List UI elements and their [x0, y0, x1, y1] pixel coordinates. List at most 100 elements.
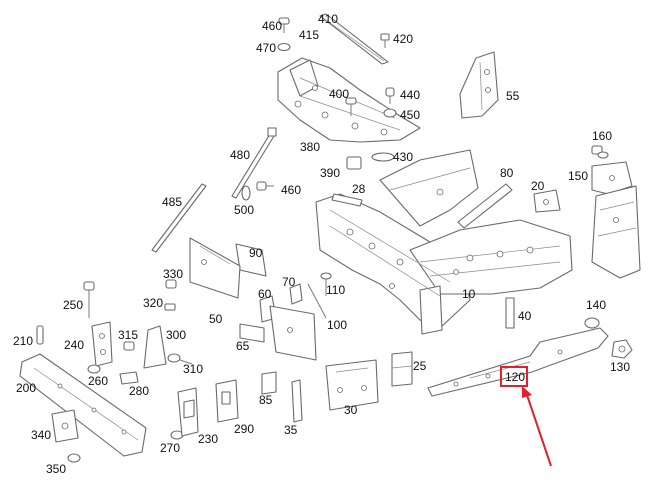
part-label-250: 250 — [63, 298, 83, 312]
part-label-440: 440 — [400, 88, 420, 102]
bracket-85 — [261, 371, 277, 395]
part-label-230: 230 — [198, 432, 218, 446]
part-label-420: 420 — [393, 32, 413, 46]
panel-65 — [239, 323, 265, 343]
nut-260 — [87, 364, 101, 374]
part-label-100: 100 — [327, 318, 347, 332]
bolt-460-mid — [256, 181, 274, 191]
part-label-270: 270 — [160, 441, 180, 455]
part-label-210: 210 — [13, 334, 33, 348]
plate-30 — [325, 359, 379, 411]
bolt-400 — [345, 97, 357, 116]
bracket-55 — [459, 51, 499, 119]
bracket-300 — [143, 325, 167, 369]
part-label-85: 85 — [259, 393, 273, 407]
part-label-130: 130 — [610, 360, 630, 374]
part-label-390: 390 — [320, 166, 340, 180]
nut-450 — [383, 108, 397, 118]
main-frame-10 — [315, 149, 573, 335]
rod-410 — [319, 13, 389, 65]
bracket-150 — [591, 161, 641, 279]
part-label-320: 320 — [143, 296, 163, 310]
bolt-160 — [591, 145, 609, 159]
part-label-65: 65 — [236, 339, 250, 353]
part-label-400: 400 — [329, 87, 349, 101]
part-label-60: 60 — [258, 287, 272, 301]
bolt-250 — [83, 281, 95, 318]
part-label-380: 380 — [300, 140, 320, 154]
bolt-460-top — [278, 17, 290, 33]
frame-50 — [189, 237, 317, 361]
part-label-415: 415 — [299, 28, 319, 42]
part-label-90: 90 — [249, 246, 263, 260]
part-label-240: 240 — [64, 338, 84, 352]
bolt-110 — [320, 272, 332, 296]
member-120 — [427, 327, 609, 397]
part-label-460: 460 — [262, 19, 282, 33]
bracket-20 — [533, 189, 561, 213]
highlight-arrowhead — [522, 386, 532, 398]
part-label-350: 350 — [46, 462, 66, 476]
part-label-315: 315 — [118, 328, 138, 342]
brace-40 — [505, 297, 515, 329]
bolt-310 — [167, 353, 193, 365]
part-label-460: 460 — [281, 183, 301, 197]
part-label-330: 330 — [163, 267, 183, 281]
bumper-beam-200 — [19, 353, 147, 457]
bracket-70 — [289, 283, 303, 305]
clip-280 — [119, 371, 139, 385]
part-label-70: 70 — [282, 275, 296, 289]
part-label-450: 450 — [400, 108, 420, 122]
part-label-10: 10 — [462, 287, 476, 301]
part-label-140: 140 — [586, 298, 606, 312]
part-label-200: 200 — [16, 381, 36, 395]
part-label-480: 480 — [230, 148, 250, 162]
highlight-arrow-shaft — [525, 391, 552, 467]
bolt-330 — [165, 279, 177, 289]
bolt-320 — [164, 303, 176, 311]
part-label-280: 280 — [129, 384, 149, 398]
bolt-440 — [385, 87, 395, 104]
bracket-340 — [51, 409, 79, 443]
bracket-240 — [91, 321, 113, 367]
part-label-260: 260 — [88, 374, 108, 388]
rod-485 — [151, 183, 207, 253]
bolt-420 — [380, 33, 390, 48]
clip-210 — [36, 325, 44, 345]
part-label-290: 290 — [234, 422, 254, 436]
plate-290 — [215, 379, 239, 423]
nut-130 — [611, 339, 633, 359]
rod-480 — [231, 127, 277, 199]
ring-430 — [371, 152, 395, 162]
part-label-40: 40 — [518, 309, 532, 323]
part-label-20: 20 — [531, 179, 545, 193]
part-label-500: 500 — [234, 203, 254, 217]
washer-470 — [277, 42, 291, 52]
member-28 — [331, 193, 363, 207]
part-label-120: 120 — [505, 370, 525, 384]
part-label-340: 340 — [31, 428, 51, 442]
washer-500 — [241, 185, 251, 201]
highlight-box-120 — [500, 366, 528, 387]
part-label-470: 470 — [256, 41, 276, 55]
bracket-230 — [177, 387, 199, 437]
part-label-430: 430 — [393, 150, 413, 164]
clip-390 — [346, 156, 362, 170]
bushing-140 — [584, 317, 600, 329]
bolt-315 — [123, 341, 135, 351]
part-label-410: 410 — [318, 12, 338, 26]
part-label-310: 310 — [183, 362, 203, 376]
bracket-25 — [391, 351, 413, 387]
part-label-25: 25 — [413, 359, 427, 373]
part-label-110: 110 — [326, 283, 345, 297]
part-label-150: 150 — [568, 169, 588, 183]
panel-90 — [235, 243, 267, 277]
bolt-350 — [67, 453, 81, 463]
part-label-80: 80 — [500, 166, 514, 180]
part-label-50: 50 — [209, 312, 223, 326]
part-label-30: 30 — [344, 403, 358, 417]
bar-80 — [457, 183, 513, 229]
